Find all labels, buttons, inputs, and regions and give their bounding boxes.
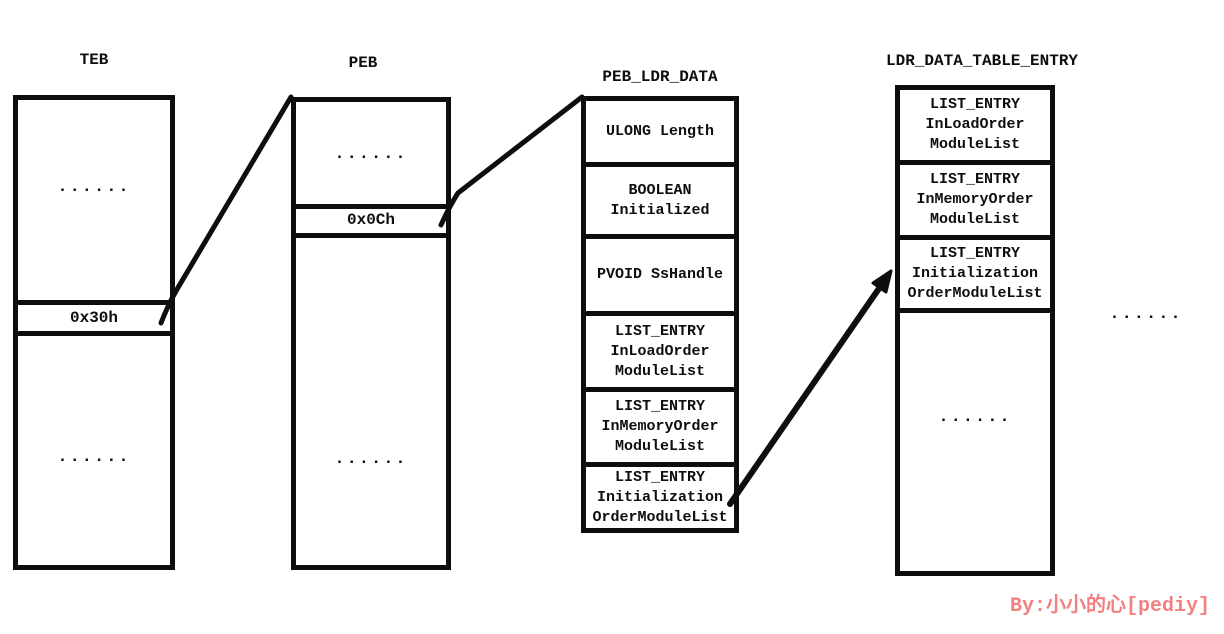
- ldr-divider-1: [586, 162, 734, 167]
- ldr-divider-5: [586, 462, 734, 467]
- peb-offset-0x0ch: 0x0Ch: [346, 211, 395, 229]
- entry-dots: ......: [938, 408, 1012, 427]
- entry-divider-3: [900, 308, 1050, 313]
- side-dots: ......: [1109, 305, 1183, 324]
- ldr-row-length: ULONG Length: [605, 122, 715, 140]
- entry-row-initializationorder: LIST_ENTRY Initialization OrderModuleLis…: [907, 245, 1043, 302]
- ldr-divider-3: [586, 311, 734, 316]
- teb-divider-upper: [18, 300, 170, 305]
- teb-dots-bottom: ......: [57, 448, 131, 467]
- pointer-teb-to-peb: [158, 94, 294, 326]
- entry-divider-1: [900, 160, 1050, 165]
- peb-dots-bottom: ......: [334, 450, 408, 469]
- ldr-divider-4: [586, 387, 734, 392]
- entry-row-inmemoryorder: LIST_ENTRY InMemoryOrder ModuleList: [916, 171, 1034, 228]
- pointer-ldr-data-to-table-entry: [727, 284, 883, 507]
- ldr-row-initializationorder: LIST_ENTRY Initialization OrderModuleLis…: [592, 468, 728, 526]
- peb-ldr-data-title: PEB_LDR_DATA: [602, 68, 718, 86]
- teb-divider-lower: [18, 331, 170, 336]
- peb-title: PEB: [348, 54, 378, 72]
- ldr-row-inmemoryorder: LIST_ENTRY InMemoryOrder ModuleList: [601, 398, 719, 455]
- peb-box: ...... 0x0Ch ......: [291, 97, 451, 570]
- ldr-data-table-entry-box: LIST_ENTRY InLoadOrder ModuleList LIST_E…: [895, 85, 1055, 576]
- peb-divider-upper: [296, 204, 446, 209]
- ldr-row-initialized: BOOLEAN Initialized: [610, 181, 710, 219]
- teb-offset-0x30h: 0x30h: [69, 309, 118, 327]
- pointer-peb-to-peb-ldr-data: [438, 94, 585, 228]
- arrowhead-icon: [871, 269, 893, 294]
- teb-title: TEB: [79, 51, 109, 69]
- peb-divider-lower: [296, 233, 446, 238]
- teb-box: ...... 0x30h ......: [13, 95, 175, 570]
- teb-dots-top: ......: [57, 178, 131, 197]
- ldr-divider-2: [586, 234, 734, 239]
- entry-divider-2: [900, 235, 1050, 240]
- peb-dots-top: ......: [334, 145, 408, 164]
- ldr-data-table-entry-title: LDR_DATA_TABLE_ENTRY: [885, 52, 1079, 70]
- entry-row-inloadorder: LIST_ENTRY InLoadOrder ModuleList: [925, 96, 1025, 153]
- peb-ldr-data-box: ULONG Length BOOLEAN Initialized PVOID S…: [581, 96, 739, 533]
- credit-text: By:小小的心[pediy]: [1009, 595, 1210, 618]
- ldr-row-sshandle: PVOID SsHandle: [596, 266, 724, 283]
- ldr-row-inloadorder: LIST_ENTRY InLoadOrder ModuleList: [610, 322, 710, 380]
